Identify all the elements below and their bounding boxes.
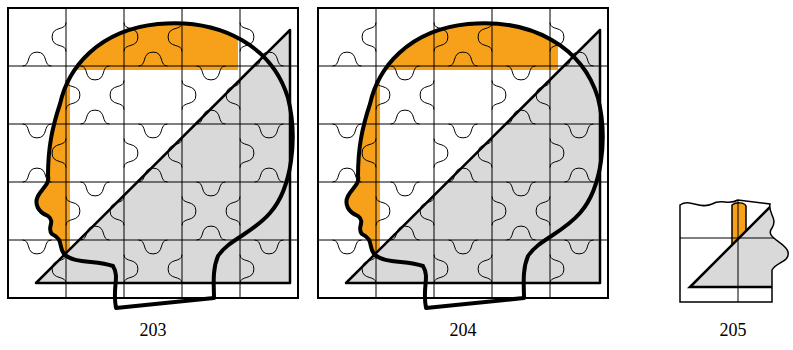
puzzle-tab [550, 255, 564, 284]
puzzle-tab [139, 168, 168, 182]
puzzle-tab [565, 124, 594, 138]
puzzle-tab [565, 168, 594, 182]
small-piece [676, 187, 792, 306]
puzzle-tab [139, 52, 168, 66]
head-outline [346, 23, 602, 308]
puzzle-tab [478, 255, 492, 284]
puzzle-tab [197, 110, 226, 124]
piece-content [676, 187, 792, 306]
puzzle-tab [492, 197, 506, 226]
puzzle-tab [52, 23, 66, 52]
puzzle-tab [449, 168, 478, 182]
puzzle-tab [507, 182, 536, 196]
puzzle-tab [333, 52, 362, 66]
puzzle-tab [434, 139, 448, 168]
puzzle-tab [376, 197, 390, 226]
puzzle-tab [449, 124, 478, 138]
puzzle-tab [52, 255, 66, 284]
puzzle-tab [536, 81, 550, 110]
puzzle-tab [507, 226, 536, 240]
puzzle-tab [197, 226, 226, 240]
puzzle-tab [66, 197, 80, 226]
puzzle-tab [550, 139, 564, 168]
puzzle-tab [536, 197, 550, 226]
puzzle-tab [110, 197, 124, 226]
puzzle-tab [507, 110, 536, 124]
puzzle-tab [226, 197, 240, 226]
puzzle-tab [81, 66, 110, 80]
puzzle-tab [478, 23, 492, 52]
puzzle-tab [362, 139, 376, 168]
puzzle-tab [492, 81, 506, 110]
puzzle-tab [391, 110, 420, 124]
puzzle-tab [182, 197, 196, 226]
puzzle-tab [240, 255, 254, 284]
puzzle-tab [168, 255, 182, 284]
puzzle-tab [255, 124, 284, 138]
puzzle-tab [182, 81, 196, 110]
orange-face [318, 8, 380, 298]
piece-outline [680, 200, 788, 302]
puzzle-tab [23, 52, 52, 66]
puzzle-tab [197, 66, 226, 80]
puzzle-tab [362, 255, 376, 284]
puzzle-tab [139, 240, 168, 254]
puzzle-tab [81, 110, 110, 124]
panel-border [8, 8, 298, 298]
puzzle-tab [362, 23, 376, 52]
gray-triangle [690, 187, 790, 287]
puzzle-tab [240, 139, 254, 168]
puzzle-tab [226, 81, 240, 110]
puzzle-tab [565, 240, 594, 254]
orange-band [318, 8, 558, 70]
puzzle-tab [124, 139, 138, 168]
orange-face [8, 8, 70, 298]
puzzle-tab [23, 240, 52, 254]
head-outline [36, 23, 292, 308]
puzzle-panel [318, 8, 608, 308]
puzzle-tab [420, 81, 434, 110]
puzzle-tab [507, 66, 536, 80]
grid-line [738, 196, 739, 306]
puzzle-tab [420, 197, 434, 226]
puzzle-tab [168, 139, 182, 168]
puzzle-tab [52, 139, 66, 168]
puzzle-tab [197, 182, 226, 196]
orange-band [8, 8, 238, 70]
puzzle-tab [110, 81, 124, 110]
puzzle-tab [81, 182, 110, 196]
puzzle-tab [449, 52, 478, 66]
figure-number: 205 [720, 320, 747, 341]
puzzle-tab [449, 240, 478, 254]
puzzle-tab [168, 23, 182, 52]
puzzle-tab [434, 255, 448, 284]
figure-number: 204 [450, 320, 477, 341]
puzzle-tab [391, 226, 420, 240]
puzzle-tab [391, 182, 420, 196]
puzzle-tab [391, 66, 420, 80]
puzzle-tab [81, 226, 110, 240]
puzzle-tab [478, 139, 492, 168]
puzzle-tab [255, 168, 284, 182]
puzzle-tab [124, 255, 138, 284]
puzzle-tab [333, 240, 362, 254]
puzzle-tab [139, 124, 168, 138]
figure-number: 203 [140, 320, 167, 341]
puzzle-tab [333, 124, 362, 138]
puzzle-tab [255, 240, 284, 254]
puzzle-tab [23, 124, 52, 138]
panel-border [318, 8, 608, 298]
puzzle-panel [8, 8, 298, 308]
